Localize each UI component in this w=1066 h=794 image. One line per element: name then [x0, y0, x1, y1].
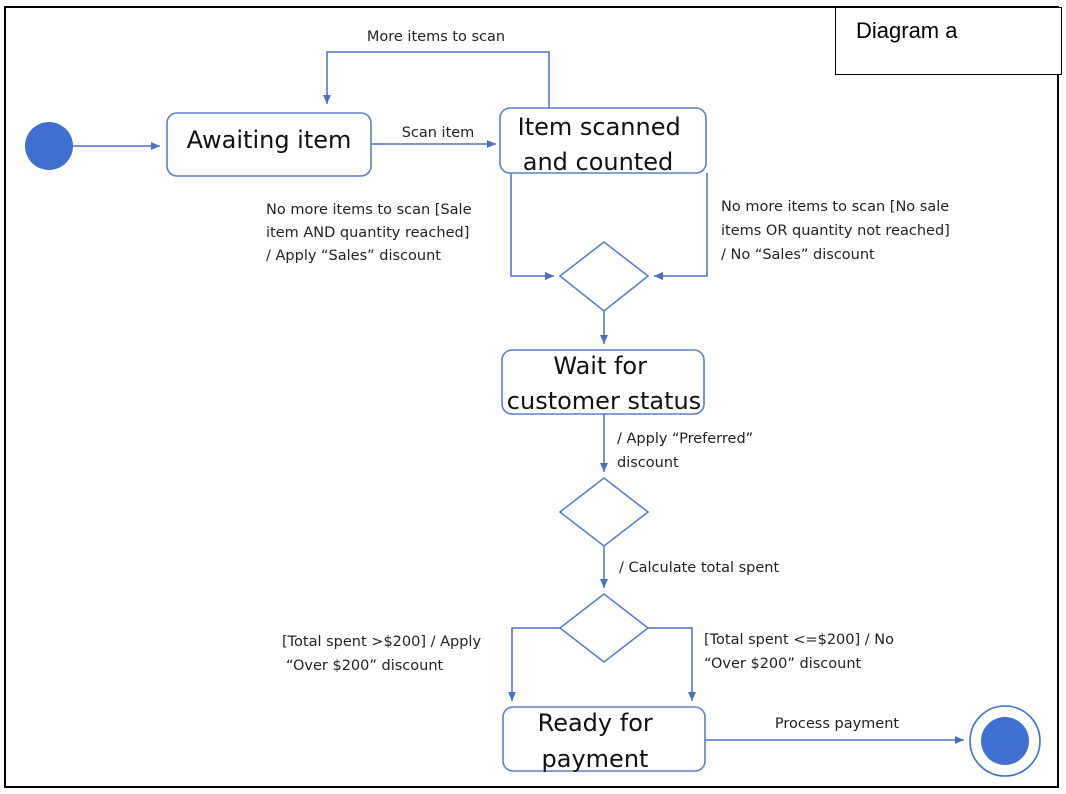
diagram-title: Diagram a — [856, 18, 958, 43]
arrow-more-items — [323, 51, 550, 108]
diagram-frame — [4, 6, 1059, 788]
decision-diamond-3 — [558, 592, 650, 664]
label-over-200-line-2: “Over $200” discount — [286, 658, 444, 674]
arrow-under-200 — [648, 627, 696, 701]
label-over-200-line-1: [Total spent >$200] / Apply — [282, 634, 481, 650]
label-sale-discount-line-1: No more items to scan [Sale — [266, 202, 472, 218]
initial-node — [25, 122, 73, 170]
label-calc-total-line-1: / Calculate total spent — [619, 560, 779, 576]
label-scan-item: Scan item — [402, 125, 475, 141]
diagram-title-box: Diagram a — [835, 7, 1062, 75]
final-node — [981, 717, 1029, 765]
state-item-scanned-line-1: Item scanned — [518, 113, 681, 141]
label-scan-item-line-1: Scan item — [402, 125, 475, 141]
label-no-sale-discount-line-3: / No “Sales” discount — [721, 247, 875, 263]
label-preferred: / Apply “Preferred” discount — [617, 431, 758, 471]
arrow-no-sale-branch — [654, 173, 708, 280]
label-under-200-line-2: “Over $200” discount — [704, 656, 862, 672]
label-no-sale-discount: No more items to scan [No sale items OR … — [721, 199, 954, 263]
state-wait-customer-label: Wait for customer status — [507, 352, 701, 415]
label-sale-discount-line-3: / Apply “Sales” discount — [266, 248, 441, 264]
label-more-items: More items to scan — [367, 29, 505, 45]
state-ready-payment-line-2: payment — [542, 745, 649, 773]
arrow-over-200 — [508, 627, 560, 701]
arrow-sale-branch — [510, 173, 554, 280]
decision-diamond-2 — [558, 476, 650, 548]
state-awaiting-item-label: Awaiting item — [187, 126, 352, 154]
label-sale-discount: No more items to scan [Sale item AND qua… — [266, 202, 476, 264]
label-process-payment: Process payment — [775, 716, 900, 732]
label-over-200: [Total spent >$200] / Apply “Over $200” … — [282, 634, 486, 674]
state-item-scanned-line-2: and counted — [523, 148, 674, 176]
state-wait-customer-line-1: Wait for — [553, 352, 647, 380]
state-item-scanned — [499, 107, 707, 174]
label-calc-total: / Calculate total spent — [619, 560, 779, 576]
label-sale-discount-line-2: item AND quantity reached] — [266, 225, 469, 241]
state-ready-payment-line-1: Ready for — [538, 709, 653, 737]
label-preferred-line-1: / Apply “Preferred” — [617, 431, 753, 447]
label-under-200-line-1: [Total spent <=$200] / No — [704, 632, 894, 648]
label-no-sale-discount-line-1: No more items to scan [No sale — [721, 199, 949, 215]
decision-diamond-1 — [558, 240, 650, 313]
state-item-scanned-label: Item scanned and counted — [518, 113, 689, 176]
label-more-items-line-1: More items to scan — [367, 29, 505, 45]
state-ready-payment-label: Ready for payment — [538, 709, 661, 773]
label-under-200: [Total spent <=$200] / No “Over $200” di… — [704, 632, 899, 672]
label-preferred-line-2: discount — [617, 455, 679, 471]
state-wait-customer-status — [501, 349, 705, 415]
state-ready-for-payment — [502, 706, 706, 772]
state-awaiting-item-line-1: Awaiting item — [187, 126, 352, 154]
label-no-sale-discount-line-2: items OR quantity not reached] — [721, 223, 950, 239]
state-wait-customer-line-2: customer status — [507, 387, 701, 415]
label-process-payment-line-1: Process payment — [775, 716, 900, 732]
